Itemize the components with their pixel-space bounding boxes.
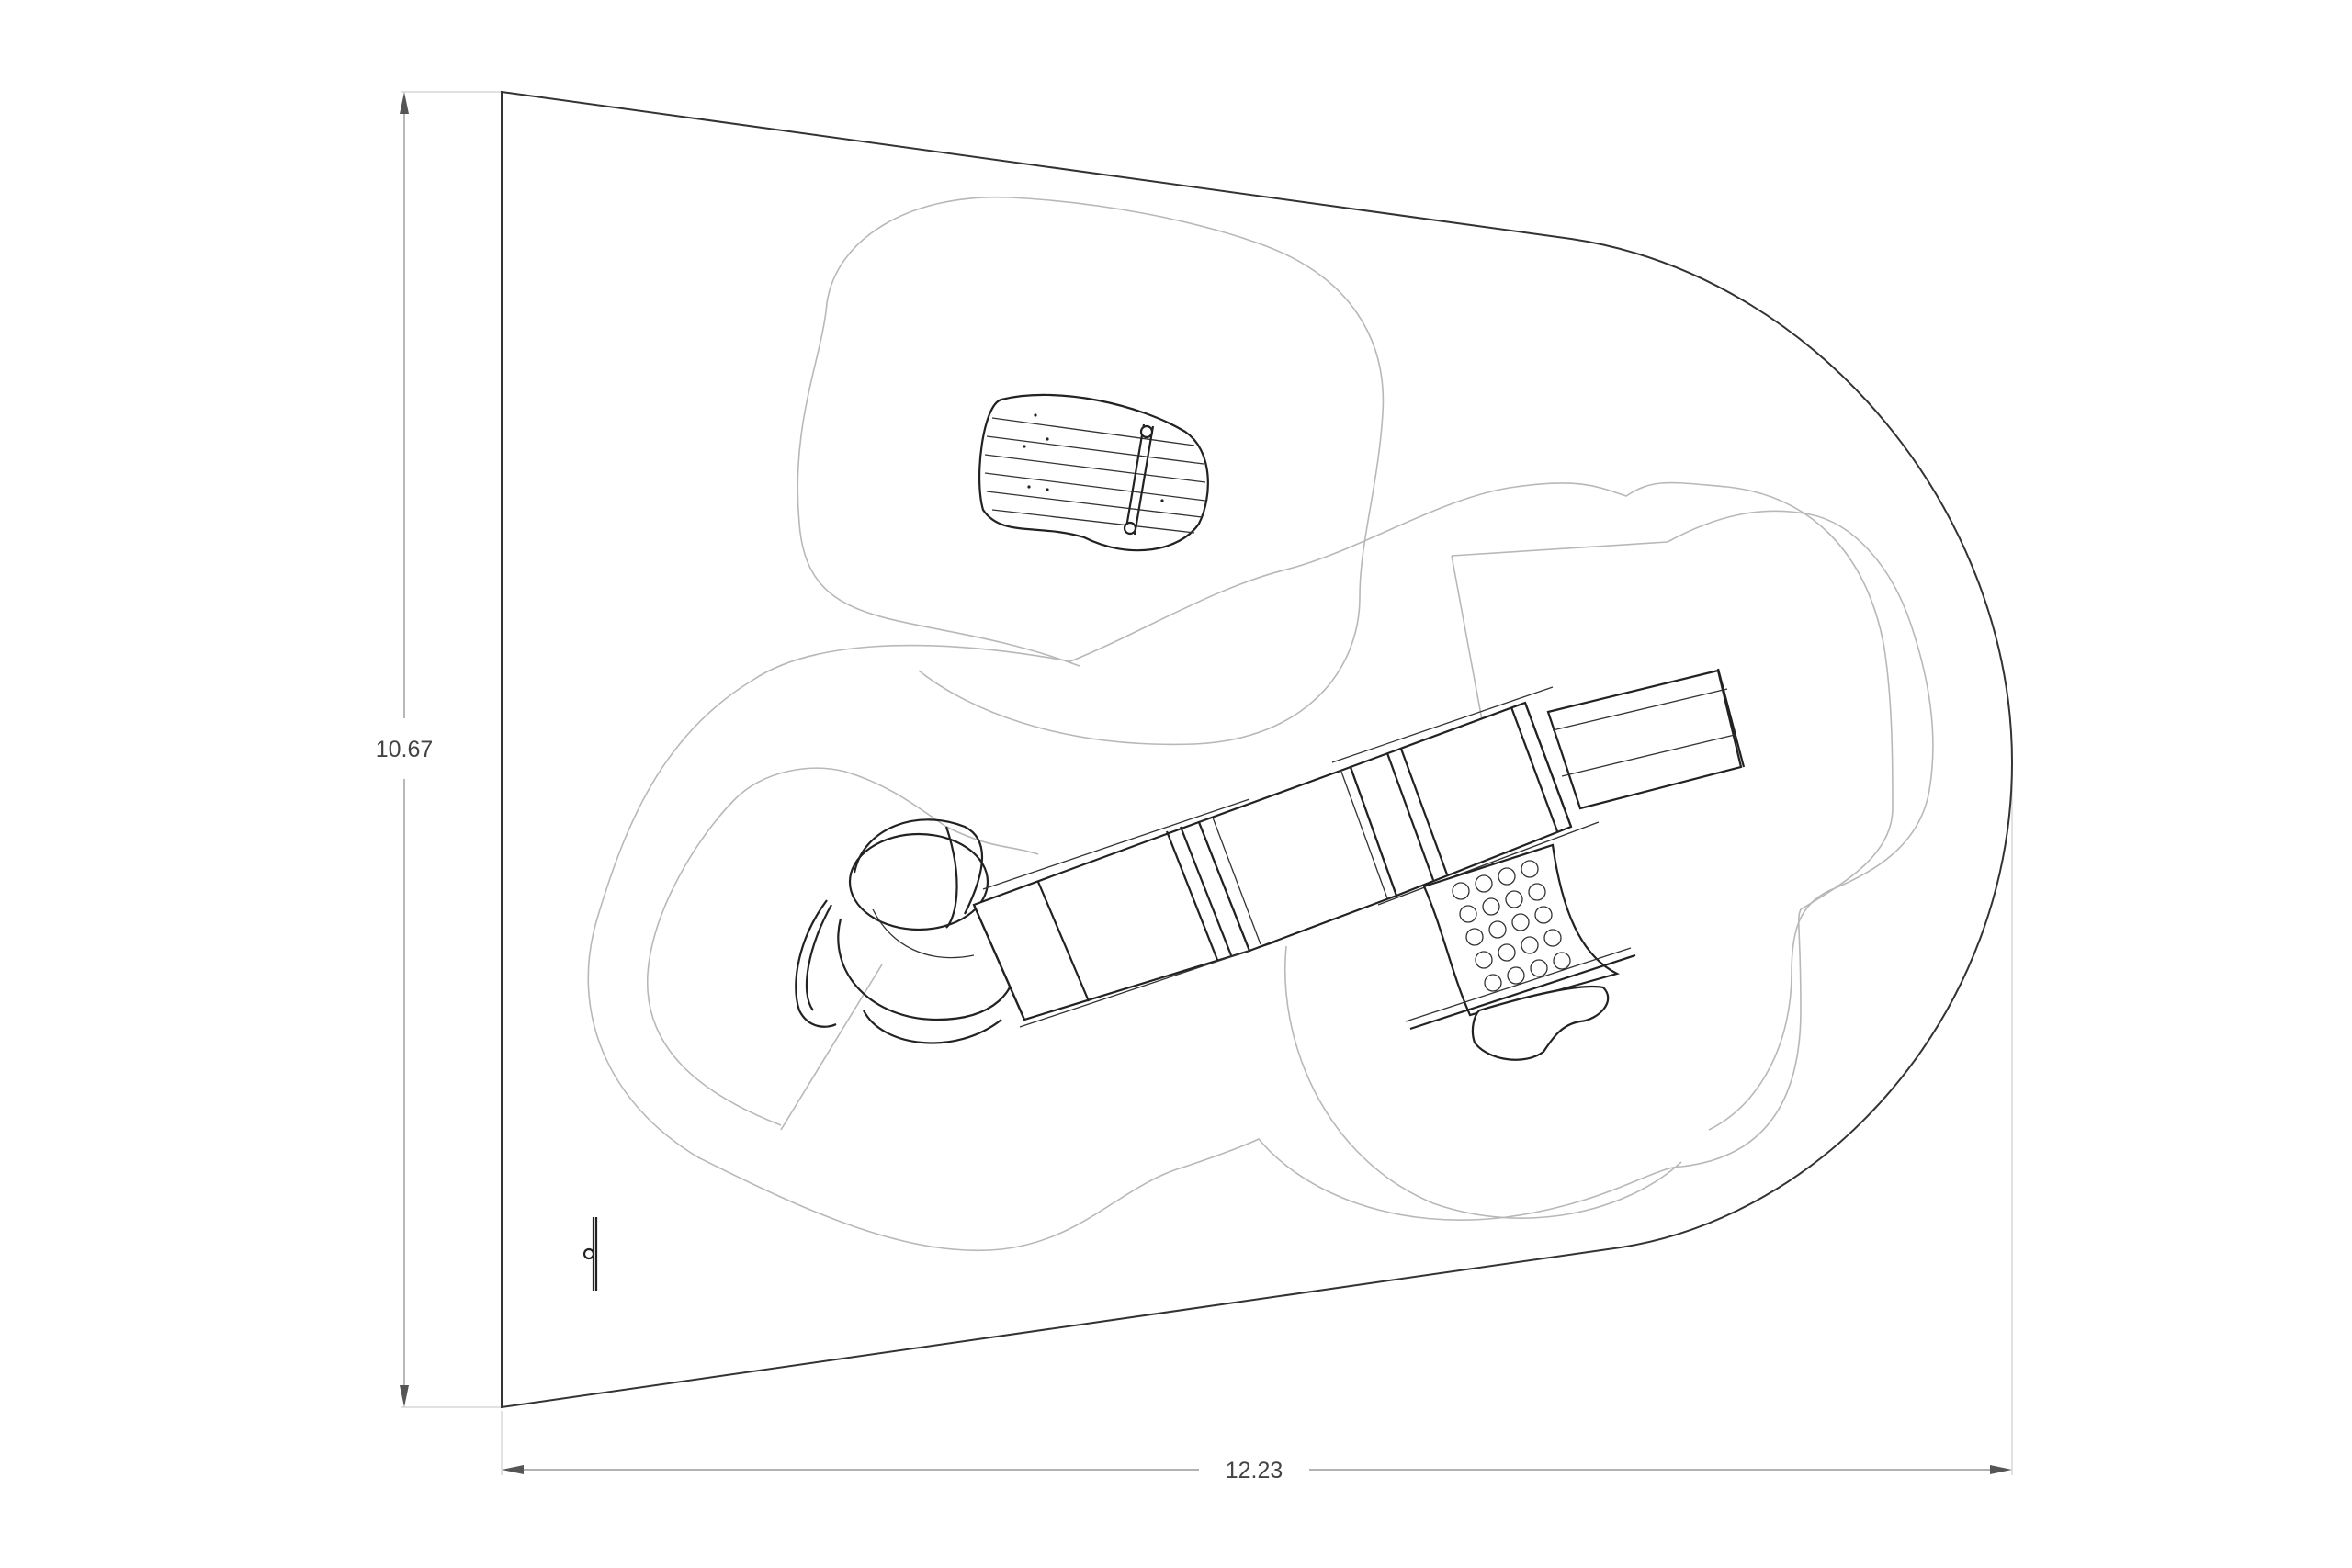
spiral-slide (795, 818, 1017, 1044)
handle-bottom-icon (1123, 521, 1137, 536)
safety-zone-seesaw (797, 196, 1385, 746)
post-knob-icon (582, 1247, 595, 1260)
height-label: 10.67 (376, 737, 434, 762)
arrow-down-icon (400, 1385, 409, 1407)
width-dimension: 12.23 (502, 1458, 2012, 1483)
climbing-net (1405, 843, 1636, 1061)
width-label: 12.23 (1226, 1458, 1283, 1483)
arrow-right-icon (1990, 1465, 2012, 1474)
arrow-left-icon (502, 1465, 524, 1474)
site-boundary (501, 90, 2014, 1409)
handle-top-icon (1139, 424, 1154, 439)
safety-zones (587, 196, 1934, 1252)
safety-zone-edge-right-top (1451, 541, 1668, 557)
safety-zone-inner-right (1667, 510, 1934, 1131)
play-structure (795, 668, 1746, 1061)
tube-bridge (972, 668, 1746, 1028)
extension-lines (401, 91, 2013, 1475)
sign-post (582, 1217, 598, 1291)
arrow-up-icon (400, 92, 409, 114)
safety-zone-edge-left (780, 964, 883, 1131)
safety-zone-arc (1284, 945, 1682, 1219)
seesaw-platform (978, 393, 1209, 552)
safety-zone-inner-left (647, 767, 1039, 1126)
height-dimension: 10.67 (376, 92, 434, 1407)
